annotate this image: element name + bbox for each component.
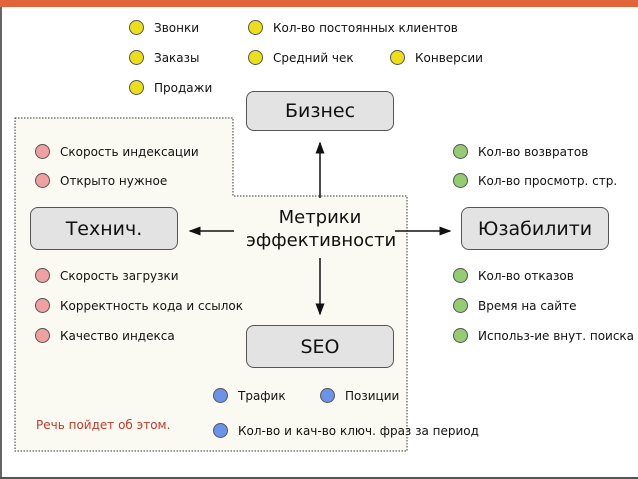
- item-label: Качество индекса: [60, 328, 175, 343]
- usability-item: Кол-во возвратов: [453, 144, 588, 159]
- center-line1: Метрики: [278, 207, 362, 228]
- seo-item: Позиции: [320, 388, 399, 403]
- yellow-dot-icon: [129, 20, 144, 35]
- tech-item: Корректность кода и ссылок: [35, 298, 243, 313]
- yellow-dot-icon: [129, 50, 144, 65]
- item-label: Корректность кода и ссылок: [60, 298, 243, 313]
- item-label: Кол-во и кач-во ключ. фраз за период: [238, 423, 479, 438]
- red-dot-icon: [35, 298, 50, 313]
- tech-item: Скорость индексации: [35, 144, 199, 159]
- green-dot-icon: [453, 144, 468, 159]
- business-item: Продажи: [129, 80, 212, 95]
- seo-box: SEO: [246, 325, 394, 368]
- item-label: Позиции: [345, 388, 400, 403]
- bottom-border: [0, 477, 638, 479]
- item-label: Кол-во отказов: [478, 268, 574, 283]
- blue-dot-icon: [213, 388, 228, 403]
- center-line2: эффективности: [246, 230, 397, 251]
- usability-item: Использ-ие внут. поиска: [453, 328, 634, 343]
- item-label: Использ-ие внут. поиска: [478, 328, 635, 343]
- tech-item: Скорость загрузки: [35, 268, 179, 283]
- usability-item: Кол-во отказов: [453, 268, 574, 283]
- business-box: Бизнес: [246, 91, 394, 131]
- red-dot-icon: [35, 173, 50, 188]
- green-dot-icon: [453, 173, 468, 188]
- yellow-dot-icon: [248, 50, 263, 65]
- item-label: Скорость загрузки: [60, 268, 179, 283]
- item-label: Продажи: [154, 80, 213, 95]
- seo-item: Трафик: [213, 388, 286, 403]
- item-label: Конверсии: [415, 50, 483, 65]
- green-dot-icon: [453, 298, 468, 313]
- item-label: Время на сайте: [478, 298, 577, 313]
- seo-item: Кол-во и кач-во ключ. фраз за период: [213, 423, 479, 438]
- red-dot-icon: [35, 268, 50, 283]
- item-label: Скорость индексации: [60, 144, 199, 159]
- item-label: Трафик: [238, 388, 286, 403]
- business-item: Заказы: [129, 50, 200, 65]
- usability-item: Время на сайте: [453, 298, 576, 313]
- left-border: [0, 7, 2, 479]
- item-label: Кол-во постоянных клиентов: [273, 20, 458, 35]
- focus-note: Речь пойдет об этом.: [36, 418, 171, 432]
- yellow-dot-icon: [390, 50, 405, 65]
- business-item: Кол-во постоянных клиентов: [248, 20, 458, 35]
- business-item: Конверсии: [390, 50, 483, 65]
- item-label: Звонки: [154, 20, 199, 35]
- yellow-dot-icon: [129, 80, 144, 95]
- tech-item: Качество индекса: [35, 328, 175, 343]
- item-label: Открыто нужное: [60, 173, 168, 188]
- business-item: Звонки: [129, 20, 199, 35]
- top-accent-bar: [0, 0, 638, 7]
- yellow-dot-icon: [248, 20, 263, 35]
- central-node: Метрики эффективности: [246, 206, 397, 252]
- green-dot-icon: [453, 268, 468, 283]
- blue-dot-icon: [213, 423, 228, 438]
- tech-item: Открыто нужное: [35, 173, 167, 188]
- usability-box: Юзабилити: [461, 207, 609, 250]
- red-dot-icon: [35, 328, 50, 343]
- item-label: Кол-во возвратов: [478, 144, 589, 159]
- item-label: Заказы: [154, 50, 200, 65]
- item-label: Кол-во просмотр. стр.: [478, 173, 618, 188]
- tech-box: Технич.: [30, 207, 178, 250]
- usability-item: Кол-во просмотр. стр.: [453, 173, 617, 188]
- green-dot-icon: [453, 328, 468, 343]
- blue-dot-icon: [320, 388, 335, 403]
- red-dot-icon: [35, 144, 50, 159]
- item-label: Средний чек: [273, 50, 354, 65]
- business-item: Средний чек: [248, 50, 354, 65]
